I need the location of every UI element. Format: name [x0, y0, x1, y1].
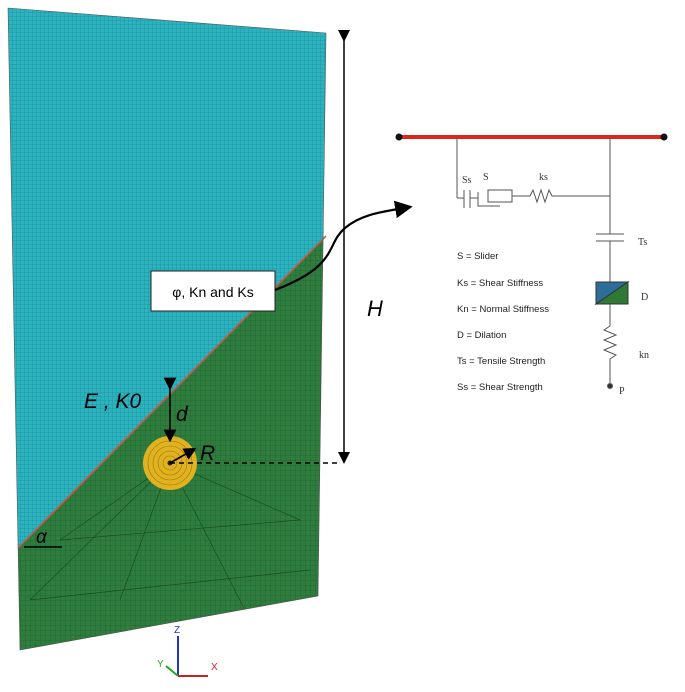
material-label: E , K0 — [84, 390, 142, 413]
legend-shear-stiffness: Ks = Shear Stiffness — [457, 278, 544, 289]
axis-y-label: Y — [157, 659, 164, 670]
label-d: D — [641, 292, 648, 303]
callout-connector-curve — [274, 200, 413, 292]
joint-model-schematic — [395, 133, 668, 389]
model-panel: R d E , K0 α H φ, Kn and Ks — [7, 7, 413, 651]
label-kn: kn — [639, 350, 649, 361]
legend-dilation: D = Dilation — [457, 330, 507, 341]
label-ks: ks — [539, 172, 548, 183]
point-p-marker — [607, 383, 613, 389]
interface-callout-label: φ, Kn and Ks — [172, 284, 253, 300]
axis-triad: Z X Y — [157, 625, 218, 677]
shear-spring — [529, 188, 556, 204]
label-p: P — [619, 386, 625, 397]
radius-label: R — [200, 442, 215, 465]
legend-slider: S = Slider — [457, 251, 499, 262]
interface-callout-box — [150, 270, 276, 312]
legend-tensile-strength: Ts = Tensile Strength — [457, 356, 546, 367]
legend-normal-stiffness: Kn = Normal Stiffness — [457, 304, 549, 315]
slider-element — [477, 192, 500, 207]
radius-arrow — [169, 447, 197, 464]
label-ts: Ts — [638, 237, 647, 248]
normal-spring — [602, 325, 618, 383]
height-label: H — [367, 296, 383, 321]
label-ss: Ss — [462, 175, 472, 186]
axis-x-label: X — [211, 662, 218, 673]
angle-label: α — [36, 527, 48, 548]
axis-z-label: Z — [174, 625, 180, 636]
legend-shear-strength: Ss = Shear Strength — [457, 382, 543, 393]
depth-label: d — [176, 403, 189, 426]
label-s: S — [483, 172, 489, 183]
